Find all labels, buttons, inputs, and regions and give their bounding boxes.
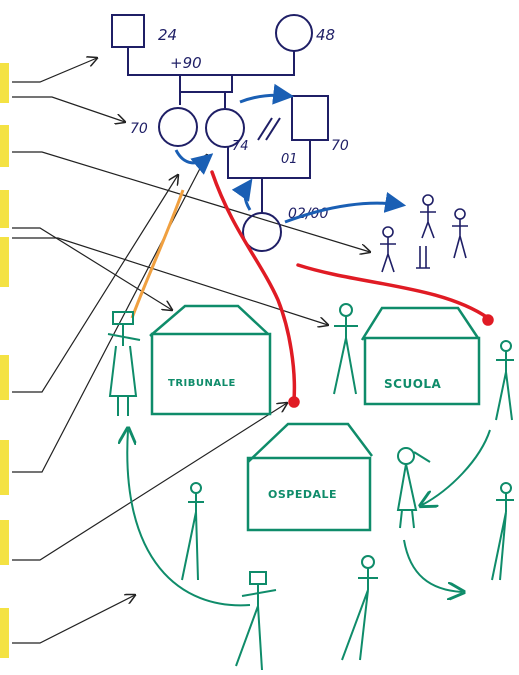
- tab-marker: [0, 190, 9, 228]
- pointer-arrow: [12, 58, 97, 83]
- green-arrow: [422, 429, 491, 505]
- pointer-arrow: [12, 96, 125, 122]
- father-age: 70: [331, 138, 349, 154]
- green-figures: [107, 303, 514, 671]
- red-line: [210, 170, 297, 402]
- hospital-building: OSPEDALE: [246, 422, 373, 532]
- orange-line: [130, 189, 185, 319]
- pointer-arrow: [12, 595, 135, 644]
- stick-figure-icon: [491, 482, 514, 581]
- grandfather-age: 24: [158, 26, 177, 44]
- aunt-circle: [158, 107, 198, 147]
- tab-marker: [0, 520, 9, 565]
- marriage-line: [227, 140, 311, 179]
- court-building: TRIBUNALE: [149, 304, 272, 416]
- stick-figure-icon: [420, 194, 436, 239]
- tab-marker: [0, 608, 9, 658]
- doctor-figure-icon: [396, 447, 431, 529]
- red-relations: [210, 170, 494, 408]
- green-arrow: [403, 539, 462, 592]
- stick-figure-icon: [416, 246, 430, 269]
- green-arrow: [127, 430, 251, 607]
- mother-circle: [205, 108, 245, 148]
- stick-figure-icon: [380, 226, 396, 273]
- pointer-arrow: [12, 227, 172, 310]
- red-line: [296, 263, 490, 320]
- red-end-dot: [288, 396, 300, 408]
- school-building: SCUOLA: [360, 306, 481, 406]
- grandmother-age: 48: [316, 26, 335, 44]
- grandparents-union-line: [127, 47, 295, 76]
- child-circle: [242, 212, 282, 252]
- blue-relations: [174, 83, 407, 224]
- school-label: SCUOLA: [384, 377, 442, 391]
- stick-figure-icon: [333, 303, 358, 395]
- court-label: TRIBUNALE: [168, 378, 236, 389]
- hospital-label: OSPEDALE: [268, 488, 337, 501]
- father-square: [291, 95, 329, 141]
- genogram: 24 +90 48 70 74 70 01 02/00: [111, 14, 349, 252]
- pointer-arrow: [12, 155, 207, 473]
- pointer-arrow: [12, 151, 370, 252]
- ink-figures: [380, 194, 468, 273]
- tab-marker: [0, 237, 9, 287]
- blue-arrow: [174, 149, 214, 175]
- red-end-dot: [482, 314, 494, 326]
- stick-figure-icon: [341, 555, 378, 661]
- children-sibling-line: [179, 75, 233, 93]
- stick-figure-icon: [452, 208, 468, 259]
- tab-marker: [0, 440, 9, 495]
- stick-figure-icon: [235, 571, 277, 671]
- blue-arrow: [231, 178, 253, 211]
- pointer-arrow: [12, 175, 178, 393]
- left-tabs: [0, 63, 9, 658]
- tab-marker: [0, 63, 9, 103]
- pointer-arrows: [12, 58, 370, 644]
- blue-arrow: [239, 83, 295, 105]
- blue-arrow: [284, 192, 407, 224]
- separation-mark: [265, 117, 281, 141]
- grandmother-circle: [275, 14, 313, 52]
- tab-marker: [0, 355, 9, 400]
- grandfather-death: +90: [170, 54, 202, 72]
- separation-mark: [257, 117, 273, 141]
- grandfather-square: [111, 14, 145, 48]
- mother-age: 74: [232, 139, 249, 154]
- judge-figure-icon: [107, 311, 141, 416]
- pointer-arrow: [12, 403, 287, 561]
- tab-marker: [0, 125, 9, 167]
- child-marker: 01: [281, 152, 298, 167]
- aunt-age: 70: [130, 121, 148, 137]
- stick-figure-icon: [495, 340, 514, 421]
- pointer-arrow: [12, 237, 328, 325]
- stick-figure-icon: [181, 482, 204, 581]
